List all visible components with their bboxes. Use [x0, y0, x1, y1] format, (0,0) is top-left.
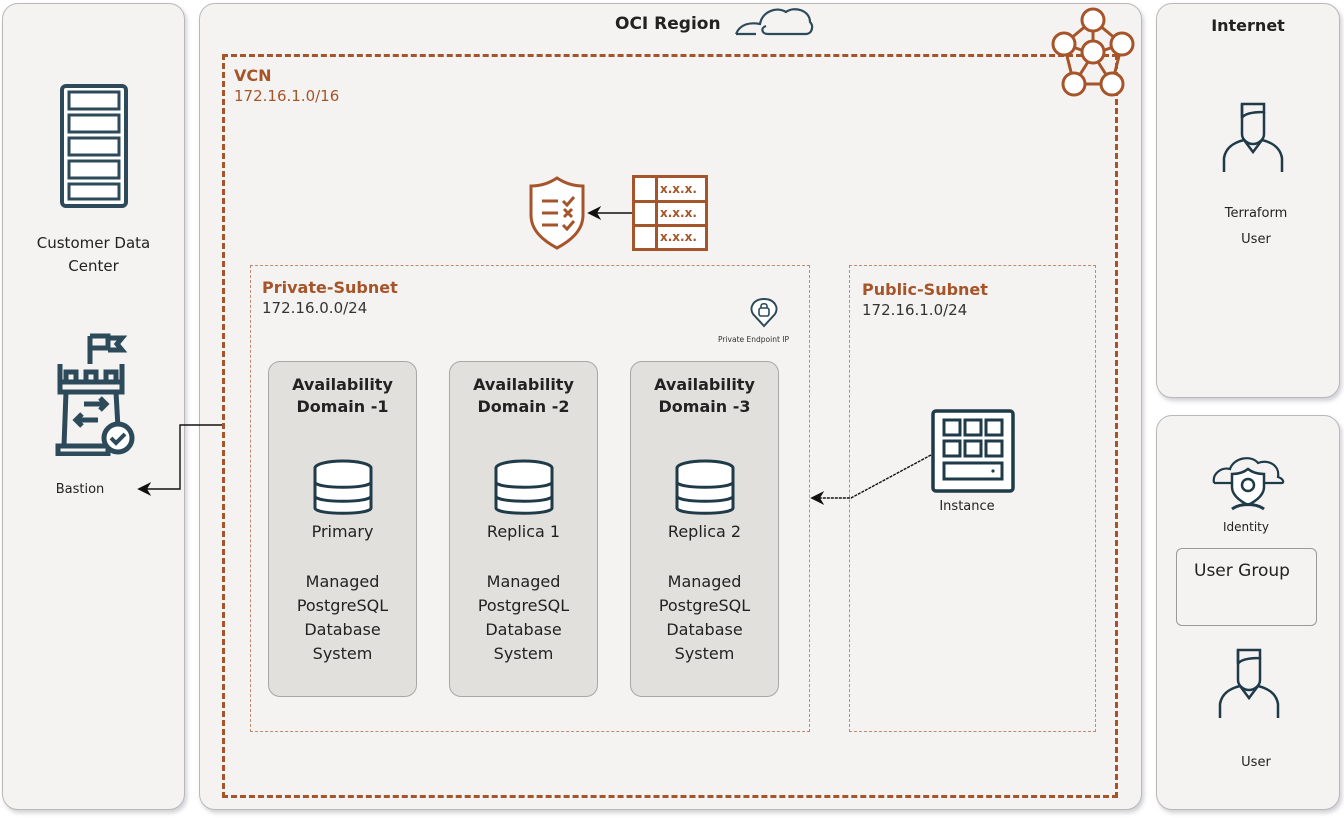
database-icon: [494, 459, 553, 515]
internet-panel: [1156, 3, 1340, 398]
private-subnet-cidr: 172.16.0.0/24: [262, 299, 368, 317]
user-group-label: User Group: [1194, 561, 1290, 581]
ad-role: Primary: [311, 522, 374, 541]
compute-instance-icon: [931, 409, 1015, 493]
terraform-user-label-line1: Terraform: [1224, 206, 1288, 221]
route-table-row: x.x.x.: [660, 182, 697, 196]
bastion-tower-icon: [55, 333, 135, 456]
vcn-cidr: 172.16.1.0/16: [234, 87, 340, 105]
private-subnet-title: Private-Subnet: [262, 278, 398, 297]
datacenter-label: Customer Data Center: [2, 232, 185, 278]
terraform-user-label-line2: User: [1241, 232, 1271, 247]
private-endpoint-icon: [750, 297, 778, 328]
datacenter-label-line1: Customer Data: [36, 234, 151, 252]
public-subnet-cidr: 172.16.1.0/24: [862, 301, 968, 319]
vcn-boundary: [222, 54, 1118, 798]
ad-role: Replica 1: [486, 522, 561, 541]
vcn-title: VCN: [234, 66, 272, 85]
private-endpoint-label: Private Endpoint IP: [718, 335, 790, 344]
private-subnet-boundary: [250, 265, 810, 732]
user-group-box: User Group: [1176, 548, 1317, 626]
identity-label: Identity: [1223, 520, 1269, 534]
user-label: User: [1241, 755, 1271, 770]
route-table-row: x.x.x.: [660, 206, 697, 220]
route-table: x.x.x. x.x.x. x.x.x.: [632, 175, 708, 251]
user-icon: [1218, 648, 1280, 718]
identity-icon: [1212, 457, 1285, 511]
cloud-icon: [734, 8, 814, 36]
instance-label: Instance: [939, 499, 995, 514]
terraform-user-label: Terraform User: [1156, 201, 1344, 253]
ad-role: Replica 2: [667, 522, 742, 541]
internet-title: Internet: [1211, 16, 1285, 35]
vcn-network-icon: [1051, 7, 1135, 97]
datacenter-server-icon: [60, 84, 128, 208]
database-icon: [313, 459, 372, 515]
datacenter-label-line2: Center: [68, 257, 119, 275]
bastion-label: Bastion: [55, 482, 105, 497]
region-title: OCI Region: [615, 14, 721, 34]
public-subnet-title: Public-Subnet: [862, 280, 988, 299]
route-table-row: x.x.x.: [660, 230, 697, 244]
security-list-shield-icon: [529, 176, 585, 250]
terraform-user-icon: [1222, 102, 1284, 172]
database-icon: [675, 459, 734, 515]
